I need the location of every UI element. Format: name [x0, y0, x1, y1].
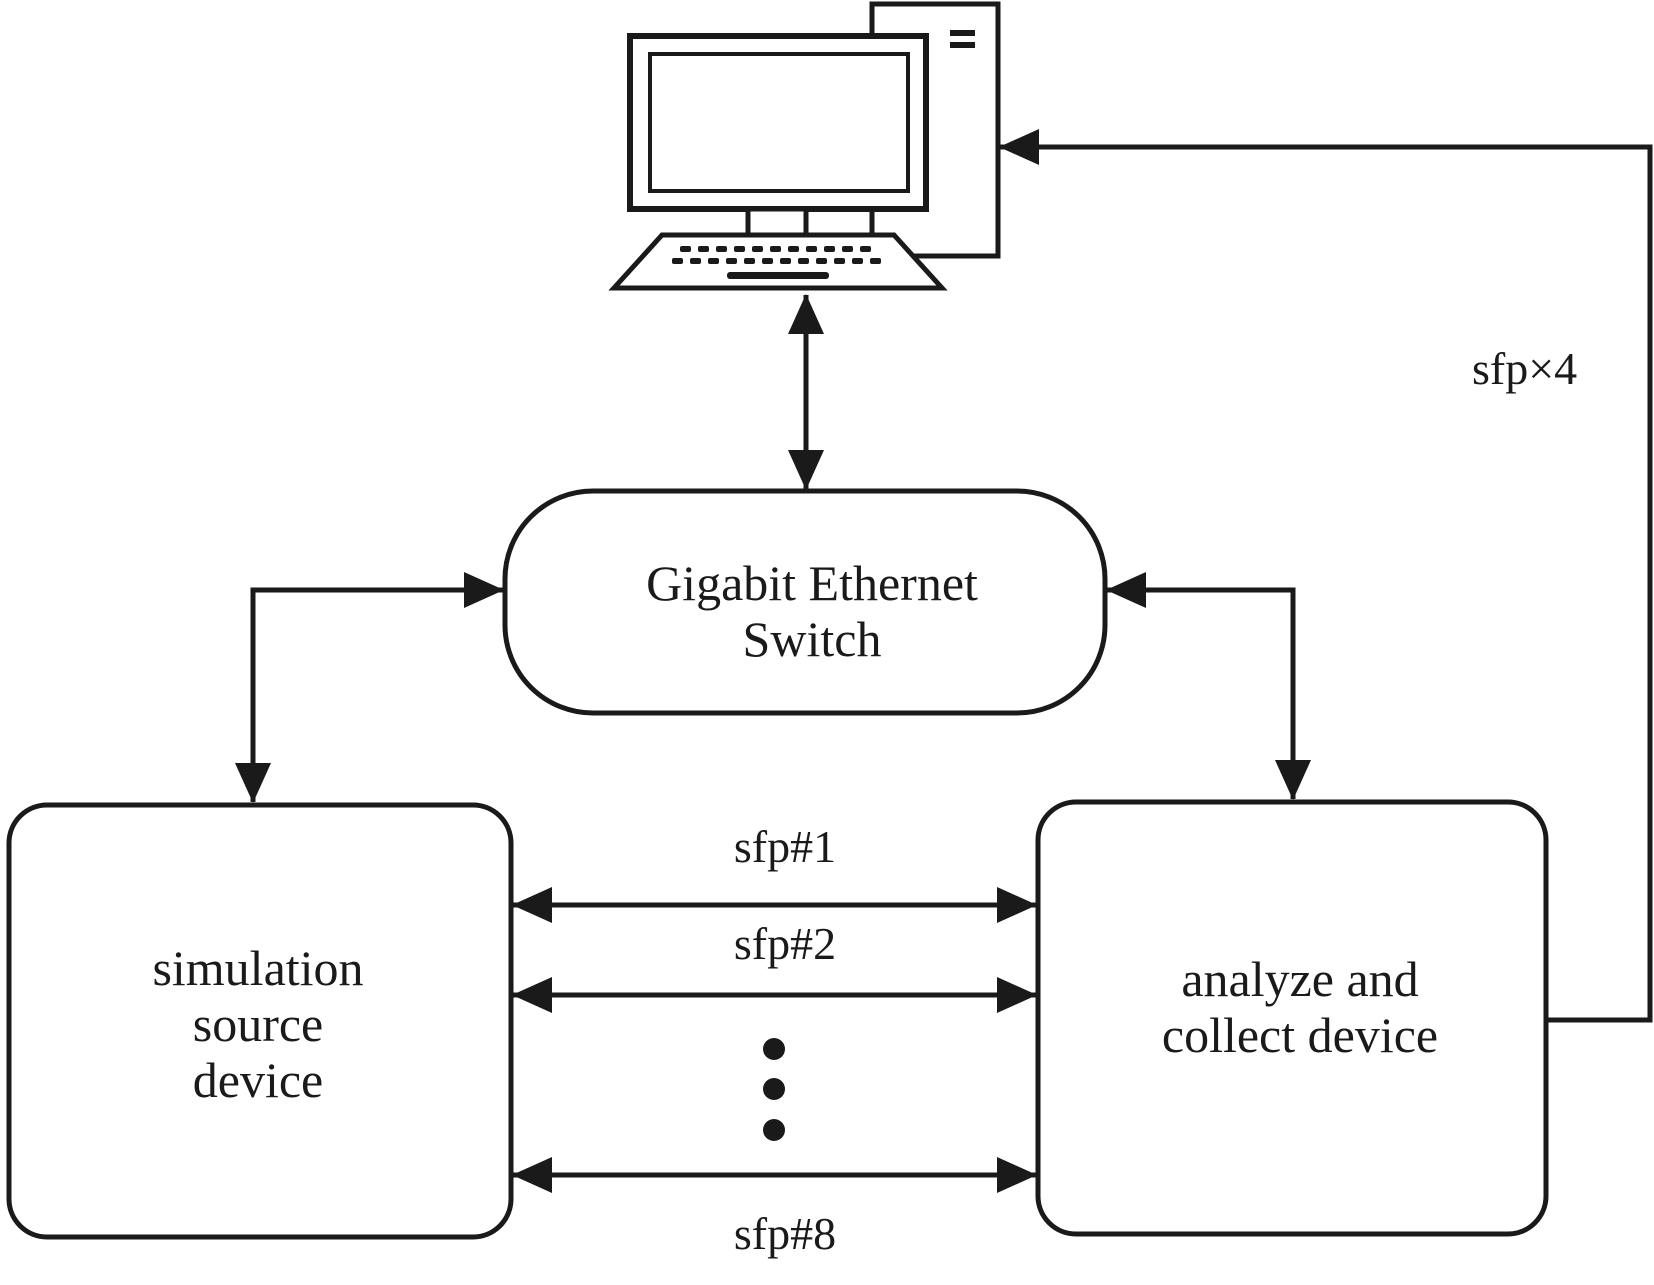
keyboard-key — [860, 246, 871, 252]
vertical-ellipsis — [763, 1038, 785, 1141]
keyboard-key — [842, 246, 853, 252]
simulation-source-device: simulation source device — [6, 802, 514, 1240]
gigabit-ethernet-switch: Gigabit Ethernet Switch — [502, 488, 1108, 716]
keyboard-key — [708, 258, 719, 264]
keyboard-key — [672, 258, 683, 264]
keyboard-key — [798, 258, 809, 264]
keyboard-key — [680, 246, 691, 252]
keyboard-key — [834, 258, 845, 264]
sfp2-label: sfp#2 — [734, 918, 836, 969]
switch-label-line2: Switch — [743, 611, 882, 667]
switch-label-line1: Gigabit Ethernet — [646, 555, 978, 611]
keyboard-key — [752, 246, 763, 252]
sfp8-label: sfp#8 — [734, 1208, 836, 1259]
source-label-line3: device — [193, 1052, 323, 1108]
analyze-collect-device: analyze and collect device — [1035, 799, 1549, 1237]
analyzer-label-line2: collect device — [1162, 1007, 1438, 1063]
desktop-computer-icon — [608, 1, 1001, 291]
link-source-switch — [235, 572, 504, 803]
computer-keyboard — [608, 232, 948, 291]
keyboard-key — [852, 258, 863, 264]
link-analyzer-computer — [999, 129, 1653, 1023]
keyboard-key — [734, 246, 745, 252]
keyboard-key — [690, 258, 701, 264]
keyboard-key — [770, 246, 781, 252]
keyboard-key — [806, 246, 817, 252]
keyboard-key — [698, 246, 709, 252]
keyboard-key — [824, 246, 835, 252]
keyboard-key — [716, 246, 727, 252]
keyboard-key — [816, 258, 827, 264]
keyboard-key — [726, 258, 737, 264]
source-label-line2: source — [193, 996, 324, 1052]
keyboard-key — [870, 258, 881, 264]
sfp1-label: sfp#1 — [734, 821, 836, 872]
source-label-line1: simulation — [152, 940, 363, 996]
keyboard-key — [744, 258, 755, 264]
link-analyzer-switch — [1106, 572, 1311, 800]
analyzer-label-line1: analyze and — [1181, 951, 1418, 1007]
keyboard-key — [780, 258, 791, 264]
keyboard-key — [762, 258, 773, 264]
keyboard-key — [788, 246, 799, 252]
sfp-x4-label: sfp×4 — [1472, 343, 1577, 394]
